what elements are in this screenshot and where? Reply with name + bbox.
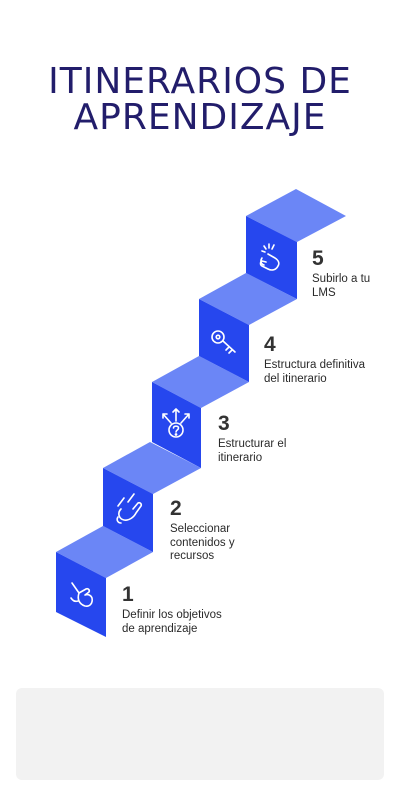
step-4-top — [199, 273, 297, 325]
step-2-number: 2 — [170, 497, 182, 520]
step-4-block — [199, 273, 297, 382]
step-5-label: 5 Subirlo a tu LMS — [312, 248, 392, 300]
footer-panel — [16, 688, 384, 780]
step-4-text: Estructura definitiva del itinerario — [264, 359, 365, 385]
step-1-number: 1 — [122, 583, 134, 606]
step-3-block — [152, 356, 249, 468]
step-2-top — [103, 442, 201, 494]
step-1-label: 1 Definir los objetivos de aprendizaje — [122, 584, 222, 636]
step-4-label: 4 Estructura definitiva del itinerario — [264, 334, 374, 386]
step-5-front — [246, 216, 297, 299]
hand-click-icon — [259, 243, 280, 271]
step-4-number: 4 — [264, 333, 276, 356]
step-4-front — [199, 299, 249, 382]
step-1-top — [56, 526, 153, 578]
key-icon — [211, 330, 236, 354]
page-title: ITINERARIOS DE APRENDIZAJE — [0, 64, 400, 136]
step-1-text: Definir los objetivos de aprendizaje — [122, 609, 222, 635]
step-5-block — [246, 189, 346, 299]
step-3-front — [152, 382, 201, 468]
step-5-text: Subirlo a tu LMS — [312, 273, 371, 299]
step-1-front — [56, 552, 106, 637]
step-1-block — [56, 526, 153, 637]
step-2-front — [103, 468, 153, 552]
step-2-block — [103, 442, 201, 552]
step-5-number: 5 — [312, 247, 324, 270]
step-3-top — [152, 356, 249, 408]
step-3-label: 3 Estructurar el itinerario — [218, 413, 328, 465]
hand-peace-icon — [116, 493, 143, 524]
title-line-1: ITINERARIOS DE — [48, 61, 352, 102]
step-3-number: 3 — [218, 412, 230, 435]
hand-pointing-icon — [70, 582, 93, 607]
step-2-label: 2 Seleccionar contenidos y recursos — [170, 498, 280, 564]
step-3-text: Estructurar el itinerario — [218, 438, 287, 464]
step-5-top — [246, 189, 346, 242]
title-line-2: APRENDIZAJE — [73, 97, 327, 138]
step-2-text: Seleccionar contenidos y recursos — [170, 523, 235, 562]
question-arrows-icon — [162, 408, 190, 438]
